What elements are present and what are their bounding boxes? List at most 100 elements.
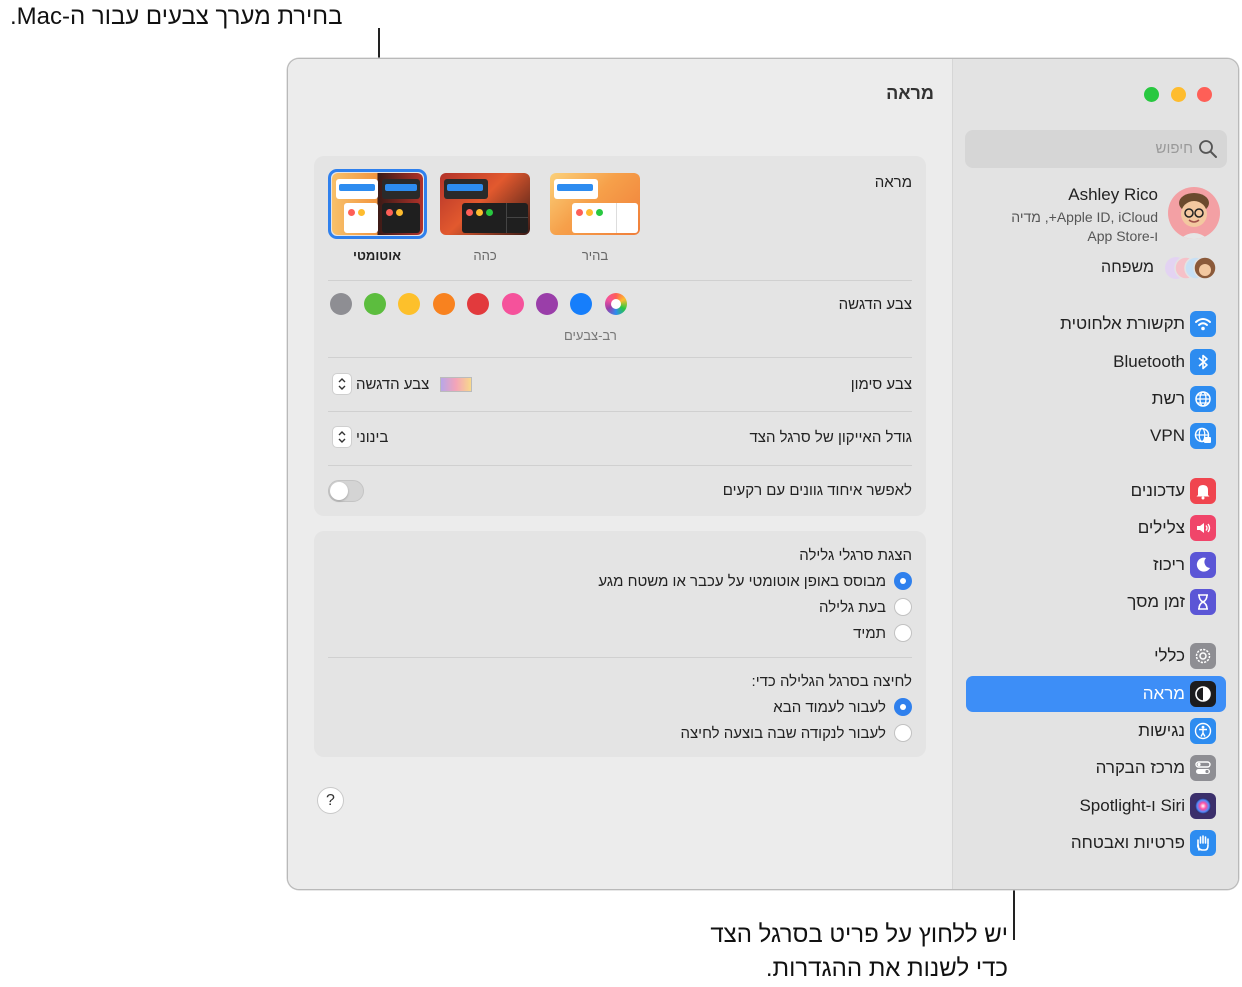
sidebar-item-label: מראה (1142, 684, 1185, 703)
sidebar-item-wifi[interactable]: תקשורת אלחוטית (966, 306, 1226, 342)
wifi-icon (1190, 311, 1216, 337)
thumb-window (444, 179, 488, 199)
accent-swatch[interactable] (570, 293, 592, 315)
accent-color-label: צבע הדגשה (838, 296, 912, 313)
accent-swatch[interactable] (433, 293, 455, 315)
sidebar-item-speaker[interactable]: צלילים (966, 510, 1226, 546)
avatar[interactable] (1168, 187, 1220, 239)
scrollbars-group: הצגת סרגלי גלילה מבוסס באופן אוטומטי על … (314, 531, 926, 757)
appearance-icon (1190, 681, 1216, 707)
gear-icon (1190, 643, 1216, 669)
profile-subtitle-1: Apple ID, iCloud+, מדיה (1011, 209, 1158, 225)
icon-size-popup-stepper[interactable] (332, 426, 352, 448)
click-next-page-radio[interactable] (894, 698, 912, 716)
accent-swatch[interactable] (330, 293, 352, 315)
accent-swatch[interactable] (502, 293, 524, 315)
globe-icon (1190, 386, 1216, 412)
family-label[interactable]: משפחה (1101, 259, 1154, 276)
show-scrollbars-auto-label: מבוסס באופן אוטומטי על עכבר או משטח מגע (598, 573, 886, 590)
show-scrollbars-auto-radio[interactable] (894, 572, 912, 590)
memoji-avatar-icon (1179, 193, 1209, 239)
sidebar-item-bluetooth[interactable]: Bluetooth (966, 344, 1226, 380)
sidebar-item-label: רשת (1151, 389, 1185, 408)
divider (328, 465, 912, 466)
show-scrollbars-label: הצגת סרגלי גלילה (799, 547, 912, 564)
divider (328, 657, 912, 658)
thumb-window (382, 203, 420, 233)
sidebar-item-hourglass[interactable]: זמן מסך (966, 584, 1226, 620)
sidebar-item-label: VPN (1150, 426, 1185, 445)
speaker-icon (1190, 515, 1216, 541)
profile-name[interactable]: Ashley Rico (1068, 185, 1158, 204)
sidebar-item-moon[interactable]: ריכוז (966, 547, 1226, 583)
close-window-button[interactable] (1197, 87, 1212, 102)
vpn-globe-icon (1190, 423, 1216, 449)
callout-bottom-text-1: יש ללחוץ על פריט בסרגל הצד (710, 921, 1008, 948)
show-scrollbars-scrolling-radio[interactable] (894, 598, 912, 616)
family-members-icon (1165, 256, 1217, 280)
sidebar-item-label: פרטיות ואבטחה (1070, 833, 1185, 852)
sidebar-item-label: Siri ו-Spotlight (1079, 796, 1185, 815)
sidebar-item-label: זמן מסך (1127, 592, 1185, 611)
accent-swatch[interactable] (364, 293, 386, 315)
page-title: מראה (886, 83, 934, 103)
highlight-color-label: צבע סימון (850, 376, 912, 393)
sidebar-item-siri[interactable]: Siri ו-Spotlight (966, 788, 1226, 824)
appearance-auto-selection-ring (328, 169, 427, 239)
sidebar-item-accessibility[interactable]: נגישות (966, 713, 1226, 749)
sidebar-item-control-center[interactable]: מרכז הבקרה (966, 750, 1226, 786)
accent-swatch-multicolor[interactable] (605, 293, 627, 315)
thumb-window (336, 179, 378, 199)
sidebar-item-gear[interactable]: כללי (966, 638, 1226, 674)
search-field[interactable]: חיפוש (965, 130, 1227, 168)
family-avatars[interactable] (1164, 255, 1217, 281)
appearance-auto-thumb[interactable] (332, 173, 423, 235)
appearance-light-thumb[interactable] (550, 173, 640, 235)
sidebar-item-globe[interactable]: רשת (966, 381, 1226, 417)
sidebar-item-label: צלילים (1137, 518, 1185, 537)
zoom-window-button[interactable] (1144, 87, 1159, 102)
sidebar-item-label: ריכוז (1153, 555, 1185, 574)
minimize-window-button[interactable] (1171, 87, 1186, 102)
wallpaper-tinting-toggle[interactable] (328, 480, 364, 502)
sidebar-item-label: Bluetooth (1113, 352, 1185, 371)
divider (328, 411, 912, 412)
bell-icon (1190, 478, 1216, 504)
thumb-window (344, 203, 378, 233)
sidebar-item-label: מרכז הבקרה (1095, 758, 1185, 777)
callout-top-text: בחירת מערך צבעים עבור ה-Mac. (10, 3, 343, 30)
multicolor-label: רב-צבעים (564, 328, 617, 343)
accent-swatch[interactable] (467, 293, 489, 315)
sidebar-item-hand[interactable]: פרטיות ואבטחה (966, 825, 1226, 861)
highlight-color-value[interactable]: צבע הדגשה (356, 376, 430, 393)
help-button[interactable]: ? (317, 787, 344, 814)
divider (328, 357, 912, 358)
highlight-color-popup-stepper[interactable] (332, 373, 352, 395)
icon-size-value[interactable]: בינוני (356, 429, 389, 446)
hourglass-icon (1190, 589, 1216, 615)
sidebar-item-appearance[interactable]: מראה (966, 676, 1226, 712)
sidebar-item-vpn-globe[interactable]: VPN (966, 418, 1226, 454)
click-jump-spot-label: לעבור לנקודה שבה בוצעה לחיצה (680, 725, 887, 742)
show-scrollbars-always-radio[interactable] (894, 624, 912, 642)
sidebar-item-label: תקשורת אלחוטית (1060, 314, 1185, 333)
moon-icon (1190, 552, 1216, 578)
sidebar-item-bell[interactable]: עדכונים (966, 473, 1226, 509)
click-jump-spot-radio[interactable] (894, 724, 912, 742)
bluetooth-icon (1190, 349, 1216, 375)
settings-window: מראה מראה בהיר (287, 58, 1239, 890)
accessibility-icon (1190, 718, 1216, 744)
thumb-window (554, 179, 598, 199)
divider (328, 280, 912, 281)
accent-swatch[interactable] (398, 293, 420, 315)
thumb-window (462, 203, 528, 233)
wallpaper-tinting-label: לאפשר איחוד גוונים עם רקעים (722, 482, 912, 499)
search-icon (1199, 140, 1217, 158)
accent-swatch[interactable] (536, 293, 558, 315)
click-next-page-label: לעבור לעמוד הבא (773, 699, 886, 716)
thumb-window (382, 179, 420, 199)
appearance-group: מראה בהיר (314, 156, 926, 516)
appearance-label: מראה (874, 174, 912, 191)
siri-icon (1190, 793, 1216, 819)
appearance-dark-thumb[interactable] (440, 173, 530, 235)
